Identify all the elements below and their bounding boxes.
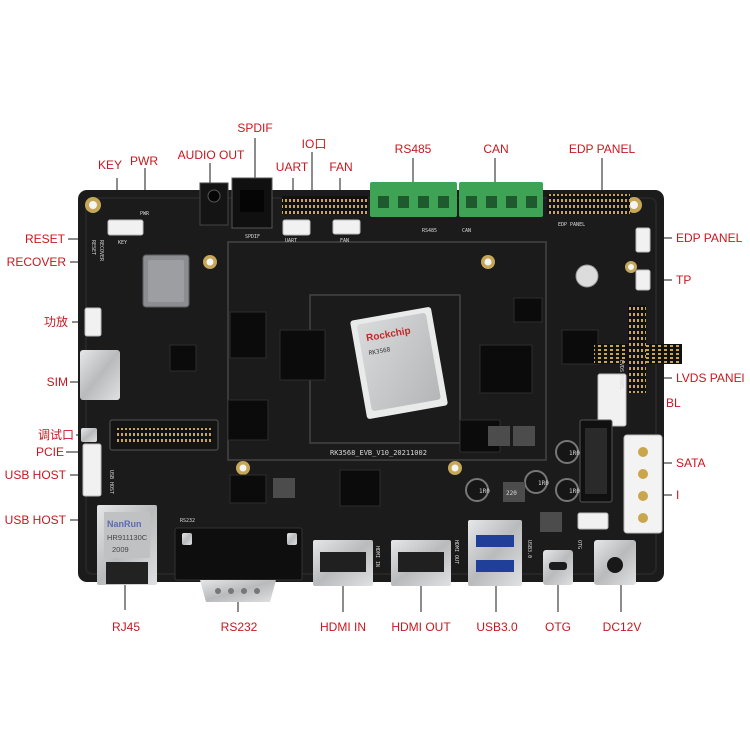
- label-i: I: [676, 488, 680, 502]
- hdmi-out-port: [391, 540, 451, 586]
- capacitors: [465, 440, 579, 502]
- silk-recover: RECOVER: [98, 240, 104, 262]
- silk-pwr: PWR: [140, 211, 150, 217]
- label-pcie: PCIE: [35, 445, 64, 459]
- ic-chips: [169, 297, 599, 507]
- inductor-mark-4: 220: [506, 490, 517, 497]
- io-header: [282, 196, 368, 214]
- inductor-mark-3: 1R0: [569, 488, 580, 495]
- board-version: RK3568_EVB_V10_20211002: [330, 449, 427, 457]
- can-terminal: [459, 182, 543, 217]
- debug-usb: [81, 428, 97, 442]
- silkscreen: PWR KEY SPDIF UART FAN RS485 CAN EDP PAN…: [90, 211, 624, 567]
- label-fan: FAN: [329, 160, 353, 174]
- inductors: [273, 426, 562, 532]
- silk-lvds: LVDS PANEL: [618, 360, 624, 390]
- silk-usb-host: USB HOST: [108, 470, 114, 494]
- label-tp: TP: [676, 273, 692, 287]
- silk-reset: RESET: [90, 240, 96, 255]
- silk-rs232: RS232: [180, 518, 195, 524]
- rj45-year: 2009: [112, 545, 129, 554]
- label-reset: RESET: [24, 232, 65, 246]
- otg-port: [543, 550, 573, 585]
- silk-uart: UART: [285, 238, 297, 244]
- label-pwr: PWR: [130, 154, 158, 168]
- rj45-part: HR911130C: [107, 533, 148, 542]
- silk-fan: FAN: [340, 238, 349, 244]
- label-hdmi-out: HDMI OUT: [391, 620, 451, 634]
- rs232-port: [174, 527, 303, 602]
- label-can: CAN: [483, 142, 509, 156]
- sim-slot: [80, 350, 120, 400]
- molex-power: [623, 434, 663, 534]
- silk-can: CAN: [462, 228, 471, 234]
- silk-hdmi-in: HDMI IN: [374, 546, 380, 567]
- dc12v-jack: [594, 540, 636, 585]
- silk-key: KEY: [118, 240, 127, 246]
- hdmi-in-port: [313, 540, 373, 586]
- label-rs485: RS485: [394, 142, 432, 156]
- label-hdmi-in: HDMI IN: [320, 620, 366, 634]
- silk-usb3: USB3.0: [526, 540, 532, 558]
- label-sata: SATA: [676, 456, 706, 470]
- label-rj45: RJ45: [111, 620, 141, 634]
- label-lvds-panel: LVDS PANEl: [676, 371, 745, 385]
- inductor-mark-5: 1R0: [569, 450, 580, 457]
- label-debug-port: 调试口: [37, 428, 74, 442]
- usb3-port: [468, 520, 522, 586]
- silk-edp: EDP PANEL: [558, 222, 585, 228]
- small-connectors: [82, 219, 651, 530]
- label-uart: UART: [275, 160, 309, 174]
- silk-otg: OTG: [576, 540, 582, 549]
- label-key: KEY: [97, 158, 123, 172]
- rj45-port: NanRun HR911130C 2009: [97, 505, 157, 585]
- label-rs232: RS232: [220, 620, 258, 634]
- inductor-mark-2: 1R0: [538, 480, 549, 487]
- label-usb-host-1: USB HOST: [4, 468, 66, 482]
- audio-jack: [199, 182, 229, 226]
- inductor-mark-1: 1R0: [479, 488, 490, 495]
- soc-chip: Rockchip RK3568: [350, 307, 448, 419]
- rj45-brand: NanRun: [107, 519, 142, 529]
- label-amplifier: 功放: [43, 315, 68, 329]
- silk-rs485: RS485: [422, 228, 437, 234]
- rs485-terminal: [370, 182, 457, 217]
- label-usb3: USB3.0: [476, 620, 518, 634]
- soc-model: RK3568: [368, 346, 391, 357]
- label-sim: SIM: [46, 375, 68, 389]
- edp-header: [547, 194, 630, 214]
- label-spdif: SPDIF: [237, 121, 273, 135]
- label-bl: BL: [666, 396, 681, 410]
- buzzer: [575, 264, 599, 288]
- lvds-header-pins: [628, 305, 646, 393]
- label-usb-host-2: USB HOST: [4, 513, 66, 527]
- label-dc12v: DC12V: [602, 620, 642, 634]
- label-edp-panel-right: EDP PANEL: [676, 231, 743, 245]
- label-io: IO口: [301, 137, 327, 151]
- silk-spdif: SPDIF: [245, 234, 260, 240]
- core-board-outline: [227, 241, 547, 461]
- label-edp-panel-top: EDP PANEL: [568, 142, 636, 156]
- label-recover: RECOVER: [6, 255, 66, 269]
- label-otg: OTG: [545, 620, 571, 634]
- silk-hdmi-out: HDMI OUT: [453, 540, 459, 564]
- label-audio-out: AUDIO OUT: [177, 148, 245, 162]
